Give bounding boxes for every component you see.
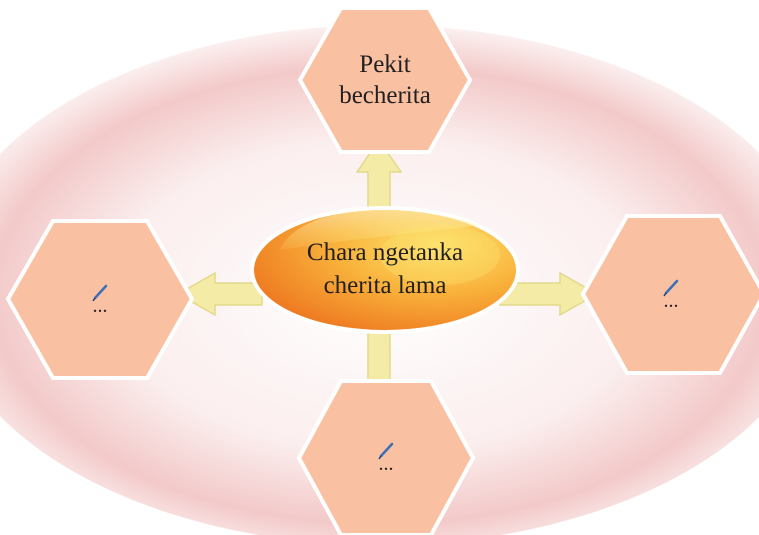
center-line2: cherita lama bbox=[323, 271, 447, 299]
left-node-blank[interactable]: ... bbox=[91, 284, 109, 316]
top-node-line1: Pekit bbox=[359, 50, 411, 78]
bottom-node: ... bbox=[296, 378, 476, 535]
top-node: Pekit becherita bbox=[297, 5, 473, 155]
right-node: ... bbox=[580, 213, 759, 376]
left-node-dots: ... bbox=[92, 294, 108, 317]
bottom-node-dots: ... bbox=[378, 453, 394, 475]
right-node-dots: ... bbox=[663, 289, 679, 312]
center-node: Chara ngetanka cherita lama bbox=[250, 212, 520, 327]
right-node-blank[interactable]: ... bbox=[662, 279, 680, 311]
pen-icon bbox=[663, 279, 679, 296]
pen-icon bbox=[378, 442, 394, 460]
top-node-line2: becherita bbox=[339, 82, 431, 109]
arrow-right bbox=[499, 271, 599, 317]
pen-icon bbox=[92, 284, 108, 301]
left-node: ... bbox=[5, 218, 195, 381]
arrow-left bbox=[176, 271, 263, 317]
center-line1: Chara ngetanka bbox=[306, 239, 464, 266]
bottom-node-blank[interactable]: ... bbox=[377, 442, 395, 474]
